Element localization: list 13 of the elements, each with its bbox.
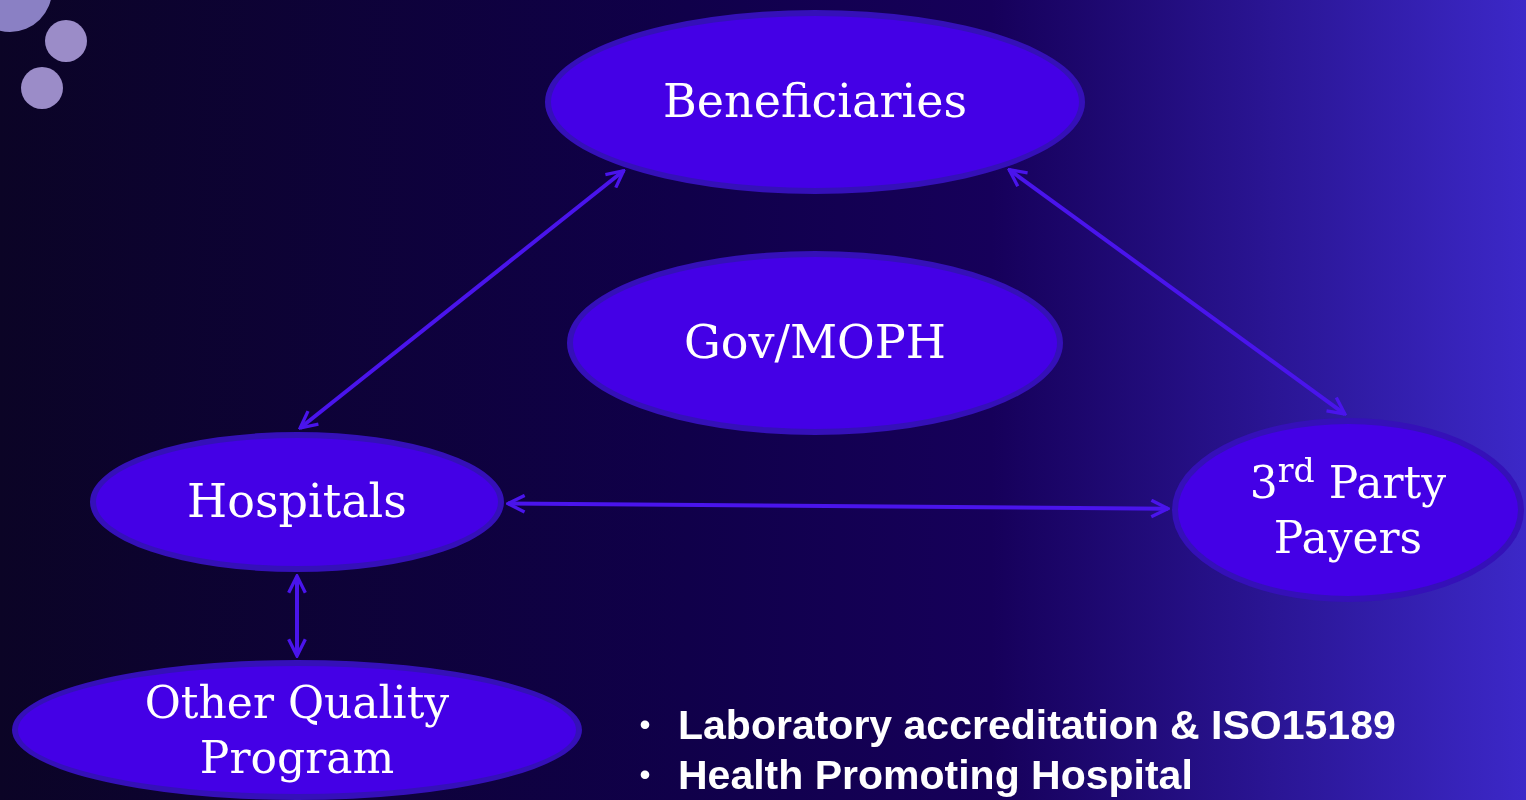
bullet-text: Laboratory accreditation & ISO15189: [678, 701, 1396, 750]
double-arrow: [1007, 168, 1347, 416]
double-arrow: [287, 574, 307, 658]
node-label: Hospitals: [187, 473, 407, 531]
node-label: Beneficiaries: [663, 73, 967, 131]
bullet: •: [638, 707, 652, 743]
node-label: Gov/MOPH: [684, 314, 946, 372]
double-arrow: [298, 169, 626, 430]
double-arrow: [506, 493, 1170, 519]
node-label: 3$^{rd}$ Party Payers: [1248, 455, 1448, 565]
bullet: •: [638, 757, 652, 793]
node-label: Other Quality Program: [143, 676, 451, 785]
bullet-text: Health Promoting Hospital: [678, 751, 1194, 800]
